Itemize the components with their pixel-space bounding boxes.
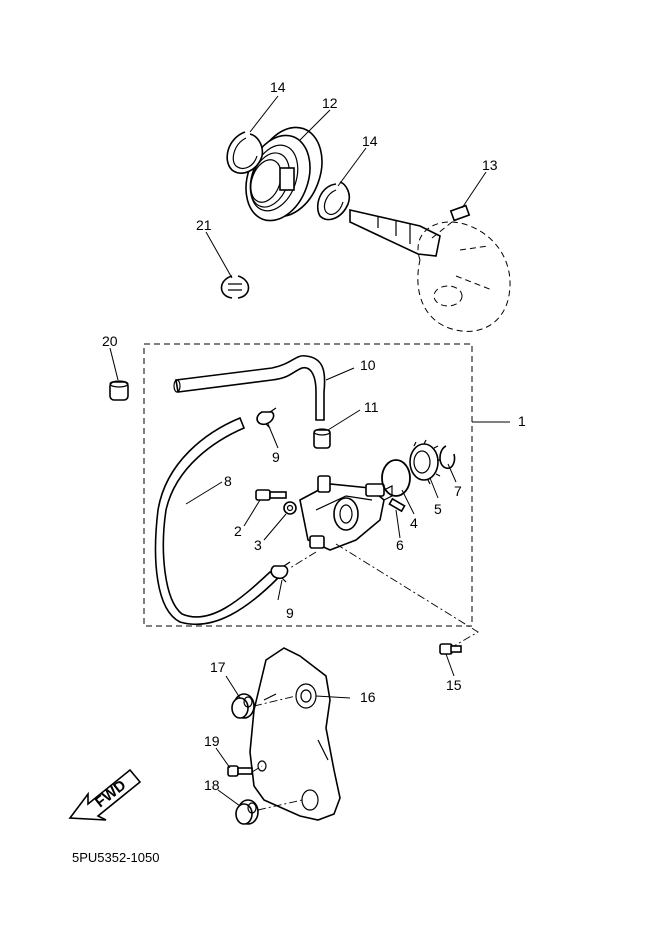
assembly-boundary-part-1 xyxy=(143,343,473,627)
callout-8: 8 xyxy=(224,473,232,489)
alignment-line-pump-to-clamp xyxy=(289,551,317,569)
callout-2: 2 xyxy=(234,523,242,539)
callout-3: 3 xyxy=(254,537,262,553)
callout-4: 4 xyxy=(410,515,418,531)
callout-15: 15 xyxy=(446,677,462,693)
callout-10: 10 xyxy=(360,357,376,373)
hose-part-8 xyxy=(154,416,280,626)
clip-part-21 xyxy=(220,275,250,299)
hose-clamp-part-9-upper xyxy=(256,407,277,429)
callout-9-lower: 9 xyxy=(286,605,294,621)
leader-lines xyxy=(109,95,510,807)
circlip-part-7 xyxy=(439,445,456,470)
callout-5: 5 xyxy=(434,501,442,517)
callout-6: 6 xyxy=(396,537,404,553)
callout-12: 12 xyxy=(322,95,338,111)
grommet-part-17 xyxy=(231,693,255,719)
cover-part-16 xyxy=(249,647,341,821)
callout-16: 16 xyxy=(360,689,376,705)
o-ring-part-4 xyxy=(381,459,411,497)
alignment-line-cover-to-screw-19 xyxy=(251,765,263,773)
circlip-part-14-right xyxy=(316,181,351,221)
washer-part-3 xyxy=(283,501,297,515)
callout-7: 7 xyxy=(454,483,462,499)
callout-21: 21 xyxy=(196,217,212,233)
callout-9-upper: 9 xyxy=(272,449,280,465)
callout-20: 20 xyxy=(102,333,118,349)
bolt-part-2 xyxy=(255,489,287,501)
shaft-part-13 xyxy=(349,204,511,332)
sleeve-part-11 xyxy=(313,428,331,449)
callout-17: 17 xyxy=(210,659,226,675)
bolt-part-15 xyxy=(439,643,462,655)
screw-part-19 xyxy=(227,765,253,777)
callout-1: 1 xyxy=(518,413,526,429)
callout-labels: 14 12 14 13 21 20 10 11 1 9 8 7 5 4 2 6 … xyxy=(102,79,526,793)
callout-18: 18 xyxy=(204,777,220,793)
callout-19: 19 xyxy=(204,733,220,749)
collar-part-20 xyxy=(109,380,129,401)
callout-14-right: 14 xyxy=(362,133,378,149)
hose-clamp-part-9-lower xyxy=(270,561,291,583)
callout-11: 11 xyxy=(364,399,379,415)
diagram-code: 5PU5352-1050 xyxy=(72,850,159,865)
pin-part-6 xyxy=(388,497,406,513)
pulley-part-12 xyxy=(245,126,323,222)
alignment-line-pump-to-bolt-15 xyxy=(335,543,479,647)
gear-part-5 xyxy=(409,439,442,485)
grommet-part-18 xyxy=(235,799,259,825)
alignment-line-cover-to-grommet-18 xyxy=(257,799,303,811)
alignment-line-cover-to-grommet-17 xyxy=(253,695,297,707)
fwd-arrow-icon: FWD xyxy=(68,768,142,821)
callout-13: 13 xyxy=(482,157,498,173)
water-pump-assembly xyxy=(299,475,393,551)
circlip-part-14-left xyxy=(226,131,264,174)
callout-14-upper-left: 14 xyxy=(270,79,286,95)
hose-part-10 xyxy=(173,354,326,421)
